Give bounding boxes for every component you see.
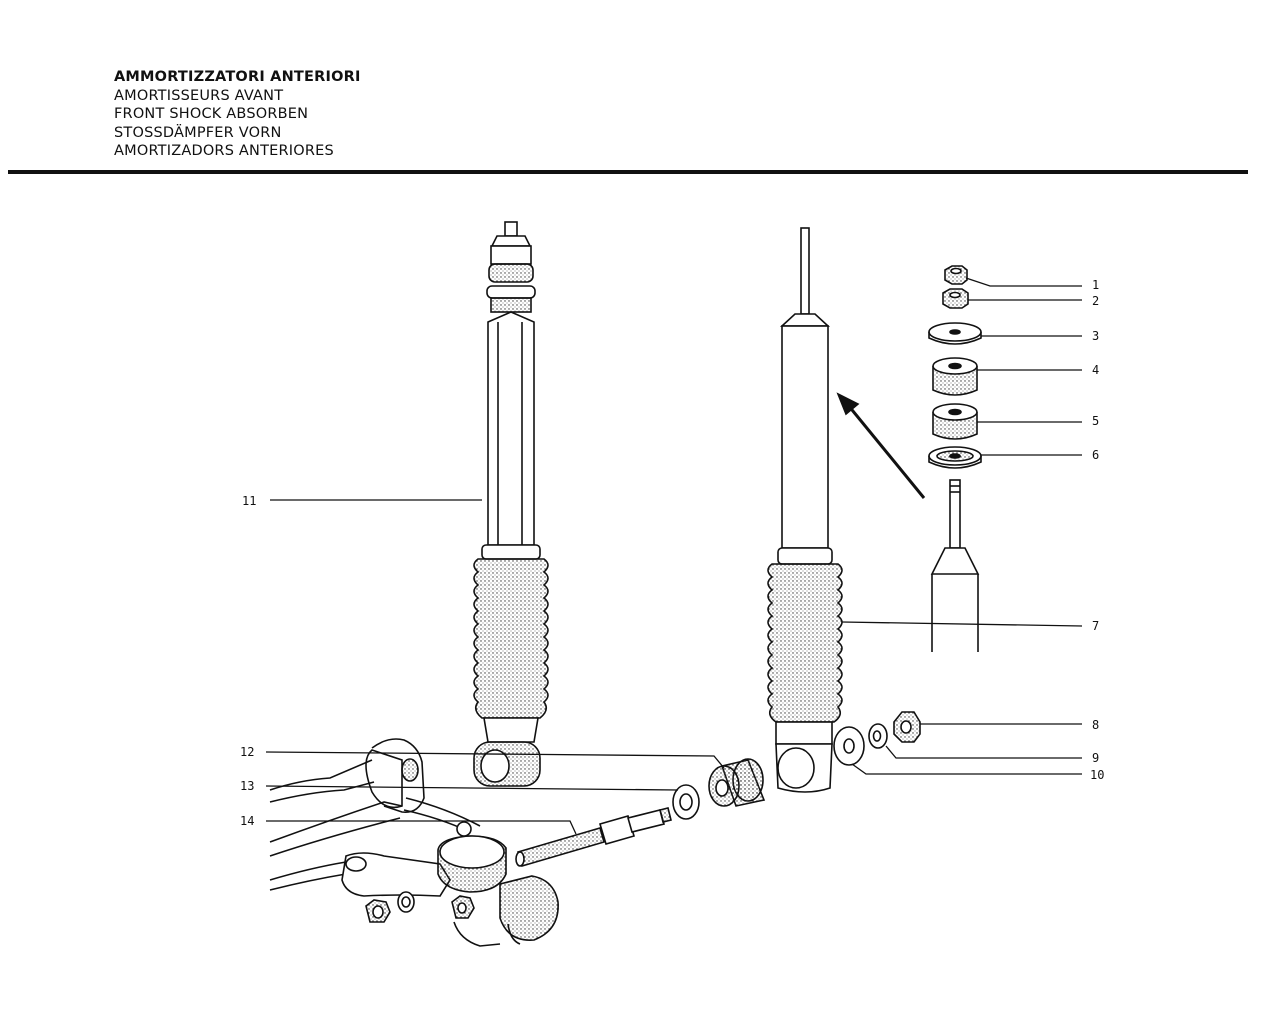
title-block: AMMORTIZZATORI ANTERIORI AMORTISSEURS AV… (114, 68, 361, 161)
direction-arrow (836, 392, 926, 499)
part-1-nut (944, 265, 968, 285)
shock-top-detail (930, 479, 980, 652)
title-german: STOSSDÄMPFER VORN (114, 124, 282, 141)
title-spanish: AMORTIZADORS ANTERIORES (114, 143, 334, 159)
part-5-rubber-bushing (932, 403, 978, 440)
header-divider (8, 170, 1248, 174)
callout-6: 6 (1092, 448, 1100, 462)
suspension-arm (269, 738, 559, 947)
shock-absorber-assembled (473, 221, 549, 787)
callout-11: 11 (242, 494, 257, 508)
callout-2: 2 (1092, 294, 1100, 308)
title-italian: AMMORTIZZATORI ANTERIORI (114, 69, 361, 85)
title-english: FRONT SHOCK ABSORBEN (114, 106, 309, 122)
shock-absorber-exploded (767, 227, 843, 793)
part-14-pin (515, 807, 672, 867)
part-6-cup-washer (928, 446, 982, 469)
part-4-rubber-bushing (932, 357, 978, 396)
part-2-nut (942, 288, 969, 309)
callout-13: 13 (240, 779, 255, 793)
callout-1: 1 (1092, 278, 1100, 292)
callout-10: 10 (1090, 768, 1105, 782)
callout-8: 8 (1092, 718, 1100, 732)
callout-7: 7 (1092, 619, 1100, 633)
part-9-lock-washer (868, 723, 888, 749)
part-3-washer (928, 322, 982, 345)
part-12-bushing (708, 758, 766, 807)
part-10-washer (833, 726, 865, 766)
callout-4: 4 (1092, 363, 1100, 377)
callout-5: 5 (1092, 414, 1100, 428)
title-french: AMORTISSEURS AVANT (114, 87, 284, 104)
callout-9: 9 (1092, 751, 1100, 765)
callout-12: 12 (240, 745, 255, 759)
callout-14: 14 (240, 814, 255, 828)
callout-3: 3 (1092, 329, 1100, 343)
leader-lines (265, 277, 1083, 835)
part-8-nut (893, 711, 921, 743)
part-13-washer (672, 784, 700, 820)
